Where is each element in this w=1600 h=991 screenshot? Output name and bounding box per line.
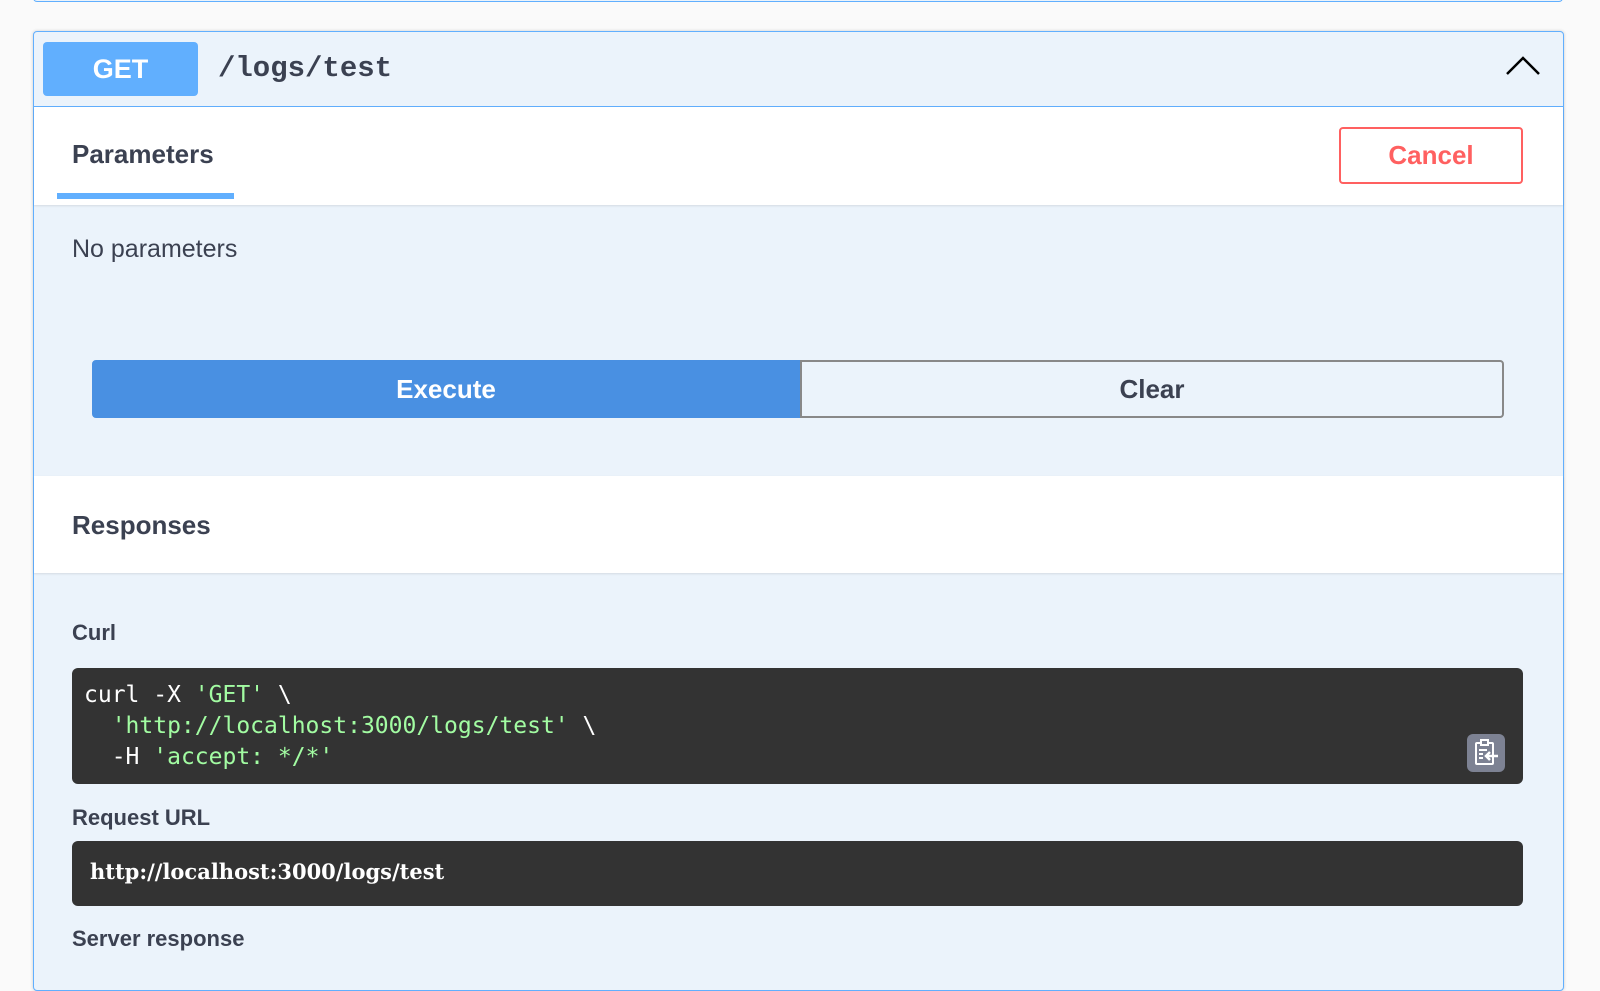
clear-button[interactable]: Clear xyxy=(800,360,1504,418)
operation-panel: GET /logs/test Parameters Cancel No para… xyxy=(33,31,1564,991)
previous-operation-block xyxy=(33,0,1563,2)
curl-label: Curl xyxy=(72,620,116,645)
execute-wrapper: Execute Clear xyxy=(92,360,1504,418)
curl-header-flag: -H xyxy=(84,744,154,770)
responses-header: Responses xyxy=(34,476,1563,573)
curl-code-block: curl -X 'GET' \ 'http://localhost:3000/l… xyxy=(72,668,1523,784)
no-parameters-text: No parameters xyxy=(72,235,238,263)
execute-button[interactable]: Execute xyxy=(92,360,800,418)
curl-url-string: 'http://localhost:3000/logs/test' xyxy=(84,713,569,739)
operation-path: /logs/test xyxy=(218,52,393,85)
curl-line-2: 'http://localhost:3000/logs/test' \ xyxy=(84,713,597,739)
copy-to-clipboard-icon[interactable] xyxy=(1467,734,1505,772)
request-url-value: http://localhost:3000/logs/test xyxy=(72,841,1523,906)
curl-continuation: \ xyxy=(568,713,597,739)
curl-method-string: 'GET' xyxy=(194,682,265,708)
curl-header-string: 'accept: */*' xyxy=(153,744,334,770)
tab-parameters[interactable]: Parameters xyxy=(57,107,234,199)
chevron-up-icon[interactable] xyxy=(1503,50,1543,80)
operation-header[interactable]: GET /logs/test xyxy=(34,32,1563,107)
curl-line-1: curl -X 'GET' \ xyxy=(84,682,292,708)
server-response-label: Server response xyxy=(72,926,245,951)
curl-continuation: \ xyxy=(264,682,292,708)
method-badge: GET xyxy=(43,42,198,96)
curl-line-3: -H 'accept: */*' xyxy=(84,744,334,770)
responses-title: Responses xyxy=(72,510,211,540)
tab-bar: Parameters Cancel xyxy=(34,107,1563,205)
cancel-button[interactable]: Cancel xyxy=(1339,127,1523,184)
request-url-label: Request URL xyxy=(72,805,211,830)
curl-cmd: curl -X xyxy=(84,682,195,708)
